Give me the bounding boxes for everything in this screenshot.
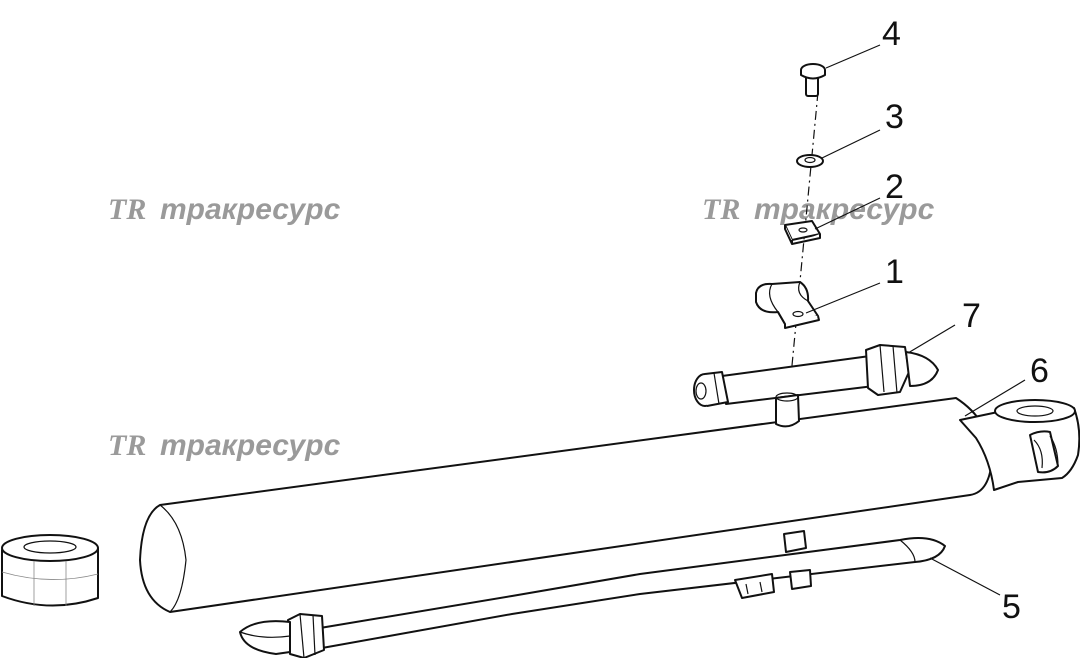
leader-line-4 bbox=[825, 44, 881, 69]
leader-line-5 bbox=[929, 557, 1001, 596]
watermark-bottom-left: TR тракресурс bbox=[108, 429, 341, 462]
plate-part-2 bbox=[784, 220, 821, 245]
leader-line-1 bbox=[805, 282, 881, 314]
leader-line-6 bbox=[964, 379, 1026, 417]
bushing-part bbox=[1, 534, 99, 607]
leader-line-3 bbox=[821, 129, 881, 159]
watermark-text: тракресурс bbox=[160, 193, 341, 226]
leader-line-2 bbox=[814, 197, 881, 230]
callout-7: 7 bbox=[962, 297, 981, 335]
watermark-logo: TR bbox=[108, 429, 146, 462]
watermark-logo: TR bbox=[108, 193, 146, 226]
tube-part-7 bbox=[693, 344, 939, 407]
leader-line-7 bbox=[907, 324, 956, 354]
tube-part-5 bbox=[239, 530, 946, 658]
assembly-axis-line bbox=[786, 91, 819, 419]
watermark-text: тракресурс bbox=[160, 429, 341, 462]
clamp-part-1 bbox=[755, 281, 820, 329]
callout-2: 2 bbox=[885, 168, 904, 206]
bolt-part-4 bbox=[800, 63, 826, 97]
watermark-top-right: TR тракресурс bbox=[702, 193, 935, 226]
callout-3: 3 bbox=[885, 98, 904, 136]
watermark-text: тракресурс bbox=[754, 193, 935, 226]
watermark-top-left: TR тракресурс bbox=[108, 193, 341, 226]
callout-5: 5 bbox=[1002, 588, 1021, 626]
washer-part-3 bbox=[796, 154, 824, 168]
callout-4: 4 bbox=[882, 15, 901, 53]
cylinder-part-6 bbox=[139, 392, 1080, 613]
callout-1: 1 bbox=[885, 253, 904, 291]
callout-6: 6 bbox=[1030, 352, 1049, 390]
watermark-logo: TR bbox=[702, 193, 740, 226]
